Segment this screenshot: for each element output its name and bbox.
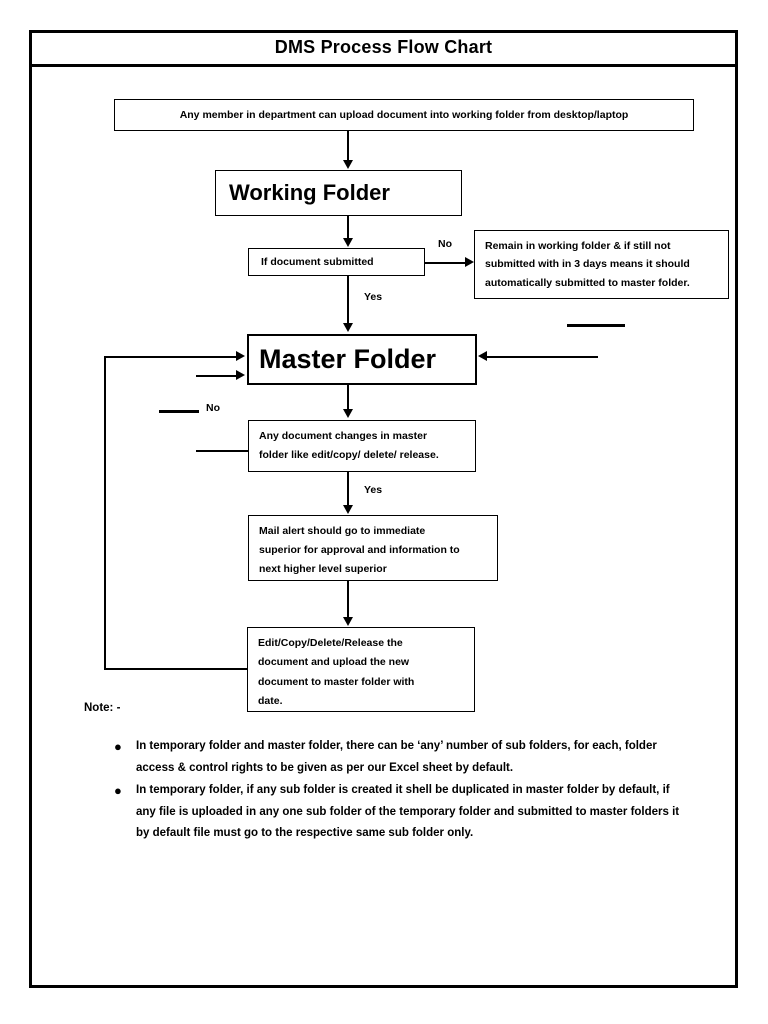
arrowhead-right-into-master — [478, 351, 487, 361]
list-item: ● In temporary folder, if any sub folder… — [108, 780, 688, 845]
node-edit-copy-delete-release-label: Edit/Copy/Delete/Release the document an… — [258, 637, 415, 708]
page-title: DMS Process Flow Chart — [274, 36, 493, 57]
title-bar: DMS Process Flow Chart — [29, 30, 738, 67]
arrowhead-master-to-changes — [343, 409, 353, 418]
connector-mail-to-edit — [347, 581, 349, 618]
connector-decision-no-branch — [425, 262, 467, 264]
node-if-document-submitted: If document submitted — [248, 248, 425, 276]
list-item-text: In temporary folder and master folder, t… — [136, 740, 657, 774]
connector-decision-yes-branch — [347, 276, 349, 324]
stub-line-no-changes — [159, 410, 199, 413]
stub-line-upper-right — [567, 324, 625, 327]
edge-label-no-submitted: No — [438, 238, 452, 250]
arrowhead-mail-to-edit — [343, 617, 353, 626]
note-heading: Note: - — [84, 702, 121, 714]
node-remain-working-folder: Remain in working folder & if still not … — [474, 230, 729, 299]
node-mail-alert-label: Mail alert should go to immediate superi… — [259, 525, 460, 576]
arrowhead-upload-to-working — [343, 160, 353, 169]
list-item: ● In temporary folder and master folder,… — [108, 736, 688, 779]
connector-feedback-bottom — [104, 668, 249, 670]
edge-label-yes-submitted: Yes — [364, 291, 383, 303]
arrowhead-feedback-into-master — [236, 351, 245, 361]
node-mail-alert: Mail alert should go to immediate superi… — [248, 515, 498, 581]
node-document-changes: Any document changes in master folder li… — [248, 420, 476, 472]
connector-upload-to-working — [347, 131, 349, 161]
node-master-folder-label: Master Folder — [259, 344, 437, 374]
arrowhead-decision-no-branch — [465, 257, 474, 267]
bullet-icon: ● — [114, 783, 122, 799]
node-master-folder: Master Folder — [247, 334, 477, 385]
connector-feedback-top — [104, 356, 238, 358]
node-working-folder: Working Folder — [215, 170, 462, 216]
arrowhead-working-to-decision — [343, 238, 353, 247]
connector-right-into-master — [487, 356, 598, 358]
edge-label-yes-changes: Yes — [364, 484, 383, 496]
connector-master-to-changes — [347, 385, 349, 410]
node-working-folder-label: Working Folder — [229, 180, 390, 205]
edge-label-no-changes: No — [206, 402, 220, 414]
node-remain-working-folder-label: Remain in working folder & if still not … — [485, 240, 690, 289]
list-item-text: In temporary folder, if any sub folder i… — [136, 784, 680, 840]
connector-changes-to-mail — [347, 472, 349, 506]
node-edit-copy-delete-release: Edit/Copy/Delete/Release the document an… — [247, 627, 475, 712]
node-upload-document: Any member in department can upload docu… — [114, 99, 694, 131]
connector-working-to-decision — [347, 216, 349, 239]
node-upload-document-label: Any member in department can upload docu… — [179, 109, 629, 121]
bullet-icon: ● — [114, 739, 122, 754]
arrowhead-secondary-into-master — [236, 370, 245, 380]
node-if-document-submitted-label: If document submitted — [261, 256, 374, 268]
arrowhead-changes-to-mail — [343, 505, 353, 514]
node-document-changes-label: Any document changes in master folder li… — [259, 430, 439, 461]
note-list: ● In temporary folder and master folder,… — [108, 736, 688, 846]
connector-changes-left-stub — [196, 450, 249, 452]
connector-feedback-left — [104, 356, 106, 670]
arrowhead-decision-yes-branch — [343, 323, 353, 332]
connector-secondary-into-master — [196, 375, 238, 377]
document-frame — [29, 30, 738, 988]
